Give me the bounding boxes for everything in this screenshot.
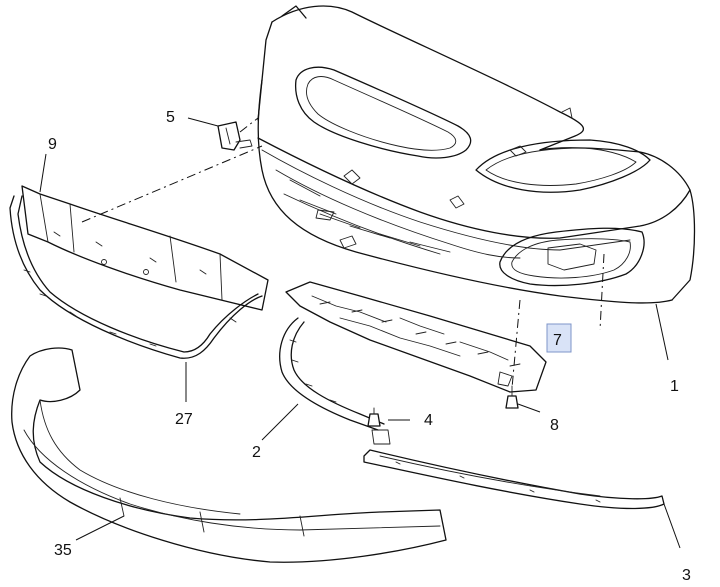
callout-9: 9 (48, 136, 57, 153)
callout-5: 5 (166, 109, 175, 126)
callout-4: 4 (424, 412, 433, 429)
upper-grille (21, 185, 269, 311)
callout-8: 8 (550, 417, 559, 434)
front-spoiler-lip (11, 347, 447, 563)
bracket-part (217, 121, 253, 151)
lower-trim-strip (279, 317, 385, 431)
alignment-lines (81, 117, 605, 389)
callout-7-highlight (546, 323, 572, 353)
lower-splash-shield (285, 281, 547, 393)
grille-molding (9, 195, 263, 359)
callout-2: 2 (252, 444, 261, 461)
push-pin-fastener-8 (505, 385, 519, 409)
lower-chrome-strip (363, 449, 665, 510)
callout-1: 1 (670, 378, 679, 395)
front-bumper-fascia (257, 5, 696, 304)
retaining-clip-4 (367, 407, 391, 445)
callout-3: 3 (682, 567, 691, 584)
callout-35: 35 (54, 542, 72, 559)
callout-labels: 1 2 3 4 5 7 8 9 27 35 (48, 109, 691, 584)
callout-7: 7 (553, 332, 562, 349)
callout-27: 27 (175, 411, 193, 428)
leader-lines (39, 117, 681, 549)
